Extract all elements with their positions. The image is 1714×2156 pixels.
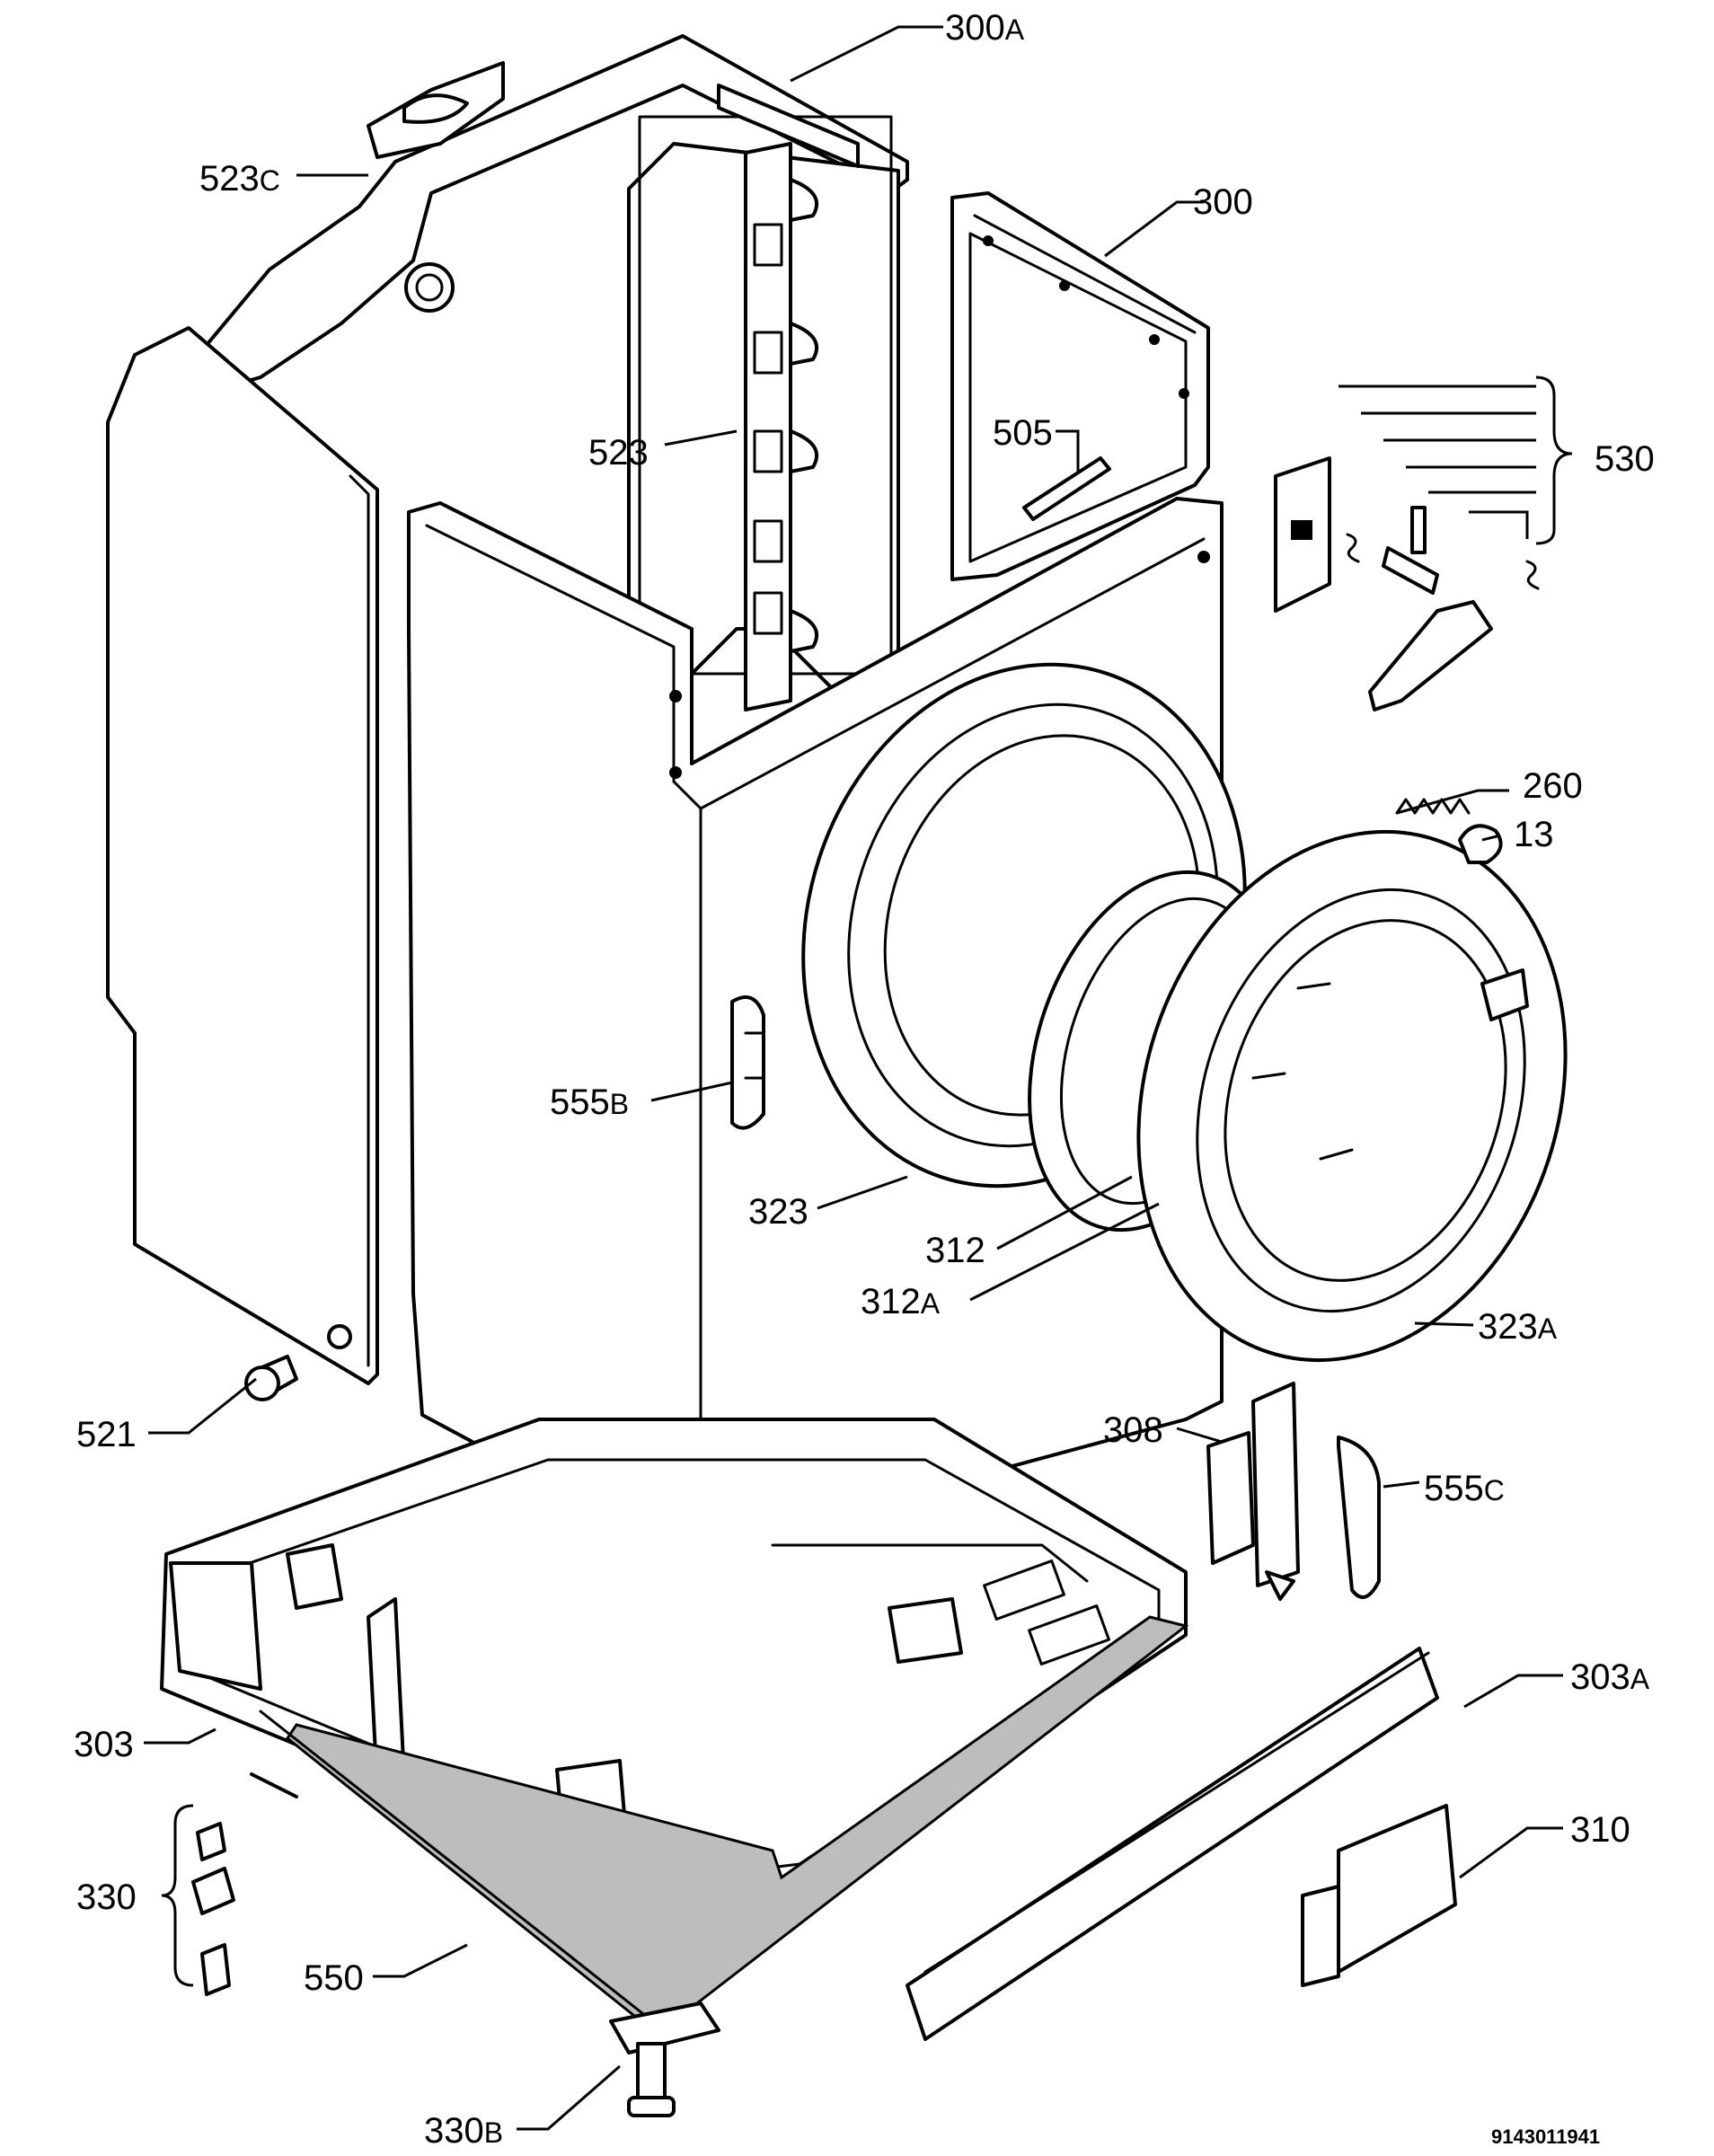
spring-and-cap: [1395, 798, 1503, 864]
label-505: 505: [993, 413, 1053, 453]
label-555c: 555C: [1424, 1469, 1505, 1508]
door-hinge: [1206, 1382, 1300, 1601]
screw: [244, 1355, 298, 1401]
rear-support-rail: [744, 142, 819, 711]
label-530: 530: [1595, 439, 1655, 479]
label-303: 303: [74, 1725, 134, 1764]
label-303a: 303A: [1570, 1657, 1650, 1697]
service-flap: [1301, 1804, 1457, 1987]
rod: [1022, 456, 1111, 521]
label-330b: 330B: [424, 2111, 503, 2151]
label-521: 521: [76, 1415, 137, 1454]
drawing-code: 9143011941: [1491, 2125, 1600, 2148]
door-handle-kit: [1274, 376, 1573, 711]
door-assembly: [1136, 829, 1568, 1363]
label-310: 310: [1570, 1810, 1630, 1850]
label-330: 330: [76, 1878, 137, 1917]
label-323a: 323A: [1478, 1307, 1558, 1347]
kick-plate: [906, 1647, 1439, 2041]
label-555b: 555B: [550, 1082, 629, 1122]
label-312: 312: [925, 1231, 985, 1270]
top-clip: [367, 61, 505, 159]
label-550: 550: [304, 1958, 364, 1998]
label-300: 300: [1193, 182, 1253, 222]
cover-strip: [1337, 1436, 1381, 1599]
leader-lines: [144, 25, 1563, 2131]
label-300a: 300A: [945, 8, 1025, 48]
label-312a: 312A: [861, 1282, 941, 1321]
left-side-panel: [106, 326, 379, 1385]
label-308: 308: [1103, 1410, 1163, 1450]
foot-kit: [161, 1804, 235, 1996]
plinth-gasket: [250, 1615, 1189, 2028]
label-323: 323: [748, 1192, 808, 1232]
label-523c: 523C: [199, 159, 280, 199]
adjustable-foot: [609, 2001, 720, 2117]
side-bracket: [730, 995, 765, 1130]
label-13: 13: [1514, 815, 1554, 854]
label-260: 260: [1523, 766, 1583, 806]
label-523: 523: [588, 433, 649, 473]
callout-labels: 300A 523C 300 505 523 530 260 13 555B 32…: [74, 8, 1655, 2151]
right-side-panel: [950, 191, 1210, 581]
